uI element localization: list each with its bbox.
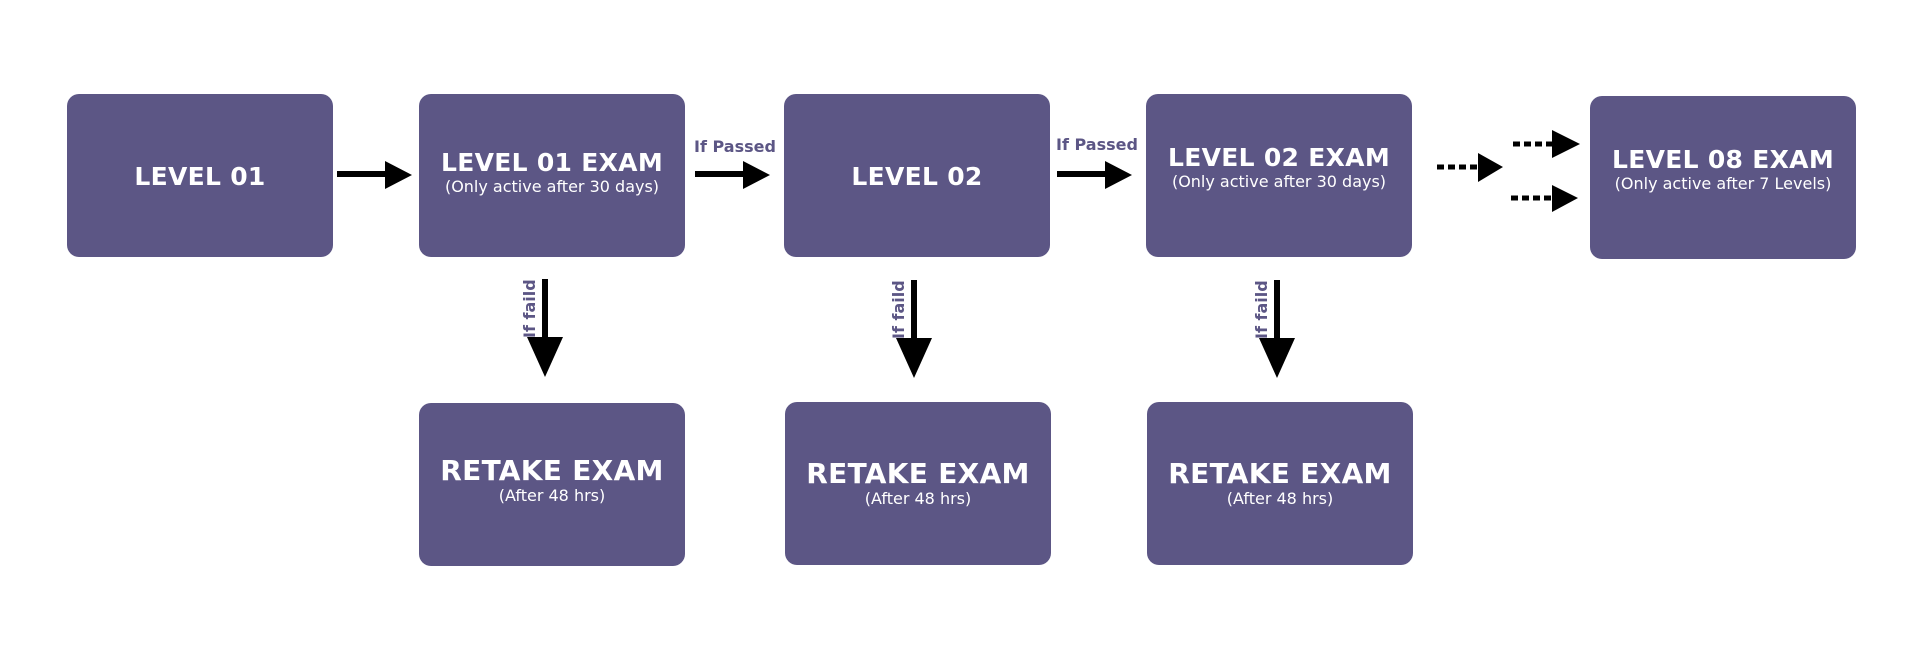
- edge-label-if-passed-1: If Passed: [694, 137, 776, 156]
- node-title: LEVEL 01: [134, 161, 266, 191]
- node-subtitle: (After 48 hrs): [864, 488, 972, 508]
- arrow-level02-to-exam02: [1057, 161, 1132, 189]
- node-retake-exam-2: RETAKE EXAM (After 48 hrs): [785, 402, 1051, 565]
- node-title: LEVEL 01 EXAM: [440, 147, 664, 177]
- node-subtitle: (Only active after 30 days): [1171, 171, 1387, 191]
- node-subtitle: (Only active after 30 days): [444, 176, 660, 196]
- node-level-02-exam: LEVEL 02 EXAM (Only active after 30 days…: [1146, 94, 1412, 257]
- node-title: RETAKE EXAM: [806, 456, 1030, 490]
- arrow-level01-to-exam01: [337, 161, 412, 189]
- node-title: RETAKE EXAM: [440, 453, 664, 487]
- dotted-arrow-upper-to-exam08: [1513, 130, 1580, 158]
- node-subtitle: (After 48 hrs): [1226, 488, 1334, 508]
- node-subtitle: (Only active after 7 Levels): [1614, 173, 1832, 193]
- edge-label-if-failed-3: If faild: [1252, 280, 1271, 339]
- node-level-01-exam: LEVEL 01 EXAM (Only active after 30 days…: [419, 94, 685, 257]
- node-title: LEVEL 02 EXAM: [1167, 142, 1391, 172]
- node-level-08-exam: LEVEL 08 EXAM (Only active after 7 Level…: [1590, 96, 1856, 259]
- node-retake-exam-1: RETAKE EXAM (After 48 hrs): [419, 403, 685, 566]
- node-title: LEVEL 08 EXAM: [1611, 144, 1835, 174]
- node-level-01: LEVEL 01: [67, 94, 333, 257]
- edge-label-if-failed-2: If faild: [889, 280, 908, 339]
- node-subtitle: (After 48 hrs): [498, 485, 606, 505]
- node-title: RETAKE EXAM: [1168, 456, 1392, 490]
- node-level-02: LEVEL 02: [784, 94, 1050, 257]
- arrow-exam01-to-level02: [695, 161, 770, 189]
- node-title: LEVEL 02: [851, 161, 983, 191]
- edge-label-if-passed-2: If Passed: [1056, 135, 1138, 154]
- dotted-arrow-exam02-continue: [1437, 153, 1503, 182]
- dotted-arrow-lower-to-exam08: [1511, 185, 1578, 212]
- node-retake-exam-3: RETAKE EXAM (After 48 hrs): [1147, 402, 1413, 565]
- edge-label-if-failed-1: If faild: [520, 279, 539, 338]
